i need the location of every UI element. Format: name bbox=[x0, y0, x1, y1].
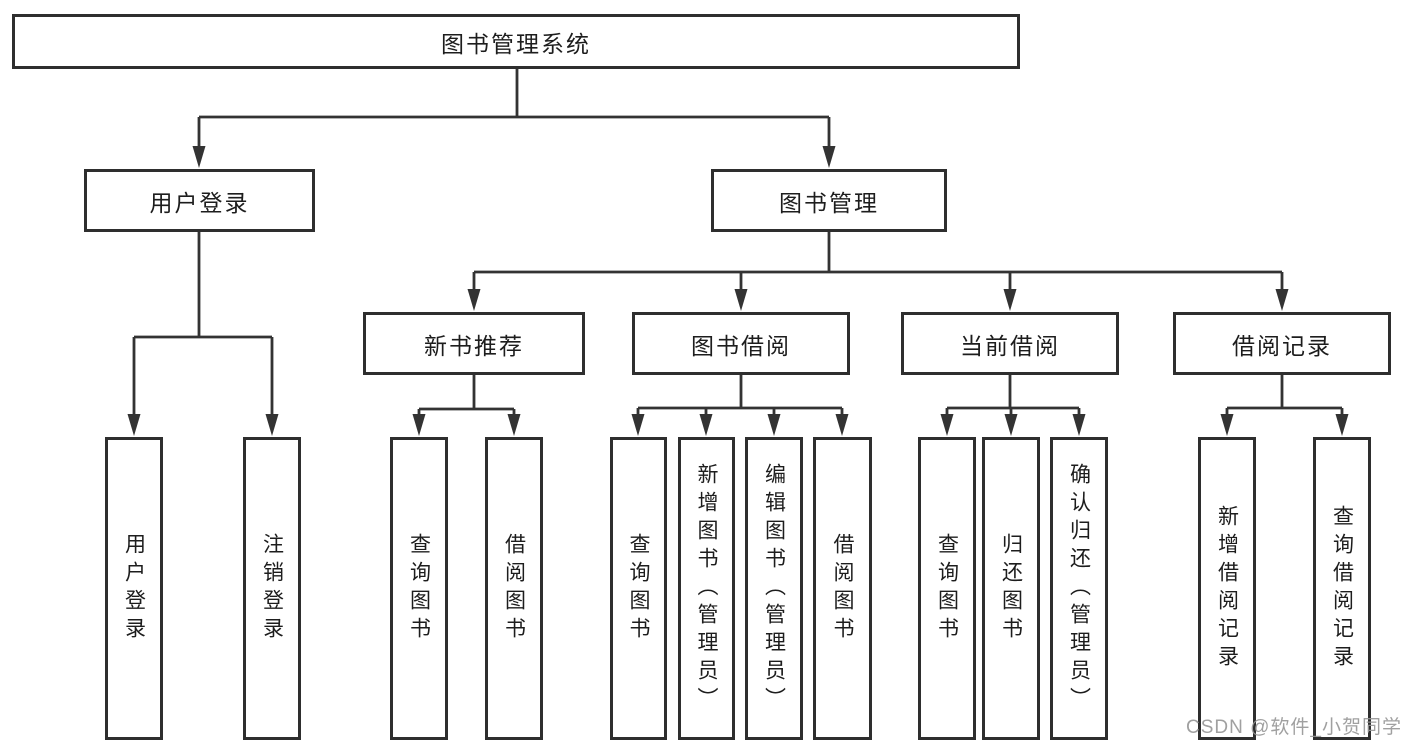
node-book-management: 图书管理 bbox=[711, 169, 947, 232]
node-recommend-query-books: 查询图书 bbox=[390, 437, 448, 740]
node-label: 借阅图书 bbox=[831, 532, 854, 645]
node-label: 编辑图书（管理员） bbox=[762, 462, 786, 715]
node-user-login-leaf: 用户登录 bbox=[105, 437, 163, 740]
node-records-add-borrow-record: 新增借阅记录 bbox=[1198, 437, 1256, 740]
node-label: 查询借阅记录 bbox=[1330, 504, 1354, 673]
node-label: 新增借阅记录 bbox=[1215, 504, 1239, 673]
node-borrowing-records: 借阅记录 bbox=[1173, 312, 1391, 375]
arrowhead-icons bbox=[127, 146, 1349, 436]
node-label: 查询图书 bbox=[407, 532, 431, 645]
node-label: 确认归还（管理员） bbox=[1067, 462, 1091, 715]
node-user-login: 用户登录 bbox=[84, 169, 315, 232]
node-borrowing-add-books-admin: 新增图书（管理员） bbox=[678, 437, 735, 740]
node-current-confirm-return-admin: 确认归还（管理员） bbox=[1050, 437, 1108, 740]
node-book-borrowing: 图书借阅 bbox=[632, 312, 850, 375]
node-root: 图书管理系统 bbox=[12, 14, 1020, 69]
node-label: 查询图书 bbox=[935, 532, 959, 645]
node-label: 新增图书（管理员） bbox=[695, 462, 718, 715]
node-label: 注销登录 bbox=[260, 532, 284, 645]
node-records-query-borrow-record: 查询借阅记录 bbox=[1313, 437, 1371, 740]
node-current-query-books: 查询图书 bbox=[918, 437, 976, 740]
node-borrowing-borrow-books: 借阅图书 bbox=[813, 437, 872, 740]
node-label: 借阅图书 bbox=[502, 532, 526, 645]
node-label: 查询图书 bbox=[627, 532, 650, 645]
node-current-borrowing: 当前借阅 bbox=[901, 312, 1119, 375]
node-label: 归还图书 bbox=[999, 532, 1023, 645]
node-borrowing-query-books: 查询图书 bbox=[610, 437, 667, 740]
node-recommend-borrow-books: 借阅图书 bbox=[485, 437, 543, 740]
node-borrowing-edit-books-admin: 编辑图书（管理员） bbox=[745, 437, 803, 740]
node-logout-leaf: 注销登录 bbox=[243, 437, 301, 740]
node-new-book-recommend: 新书推荐 bbox=[363, 312, 585, 375]
csdn-watermark: CSDN @软件_小贺同学 bbox=[1186, 717, 1402, 738]
node-label: 用户登录 bbox=[122, 532, 146, 645]
node-current-return-books: 归还图书 bbox=[982, 437, 1040, 740]
